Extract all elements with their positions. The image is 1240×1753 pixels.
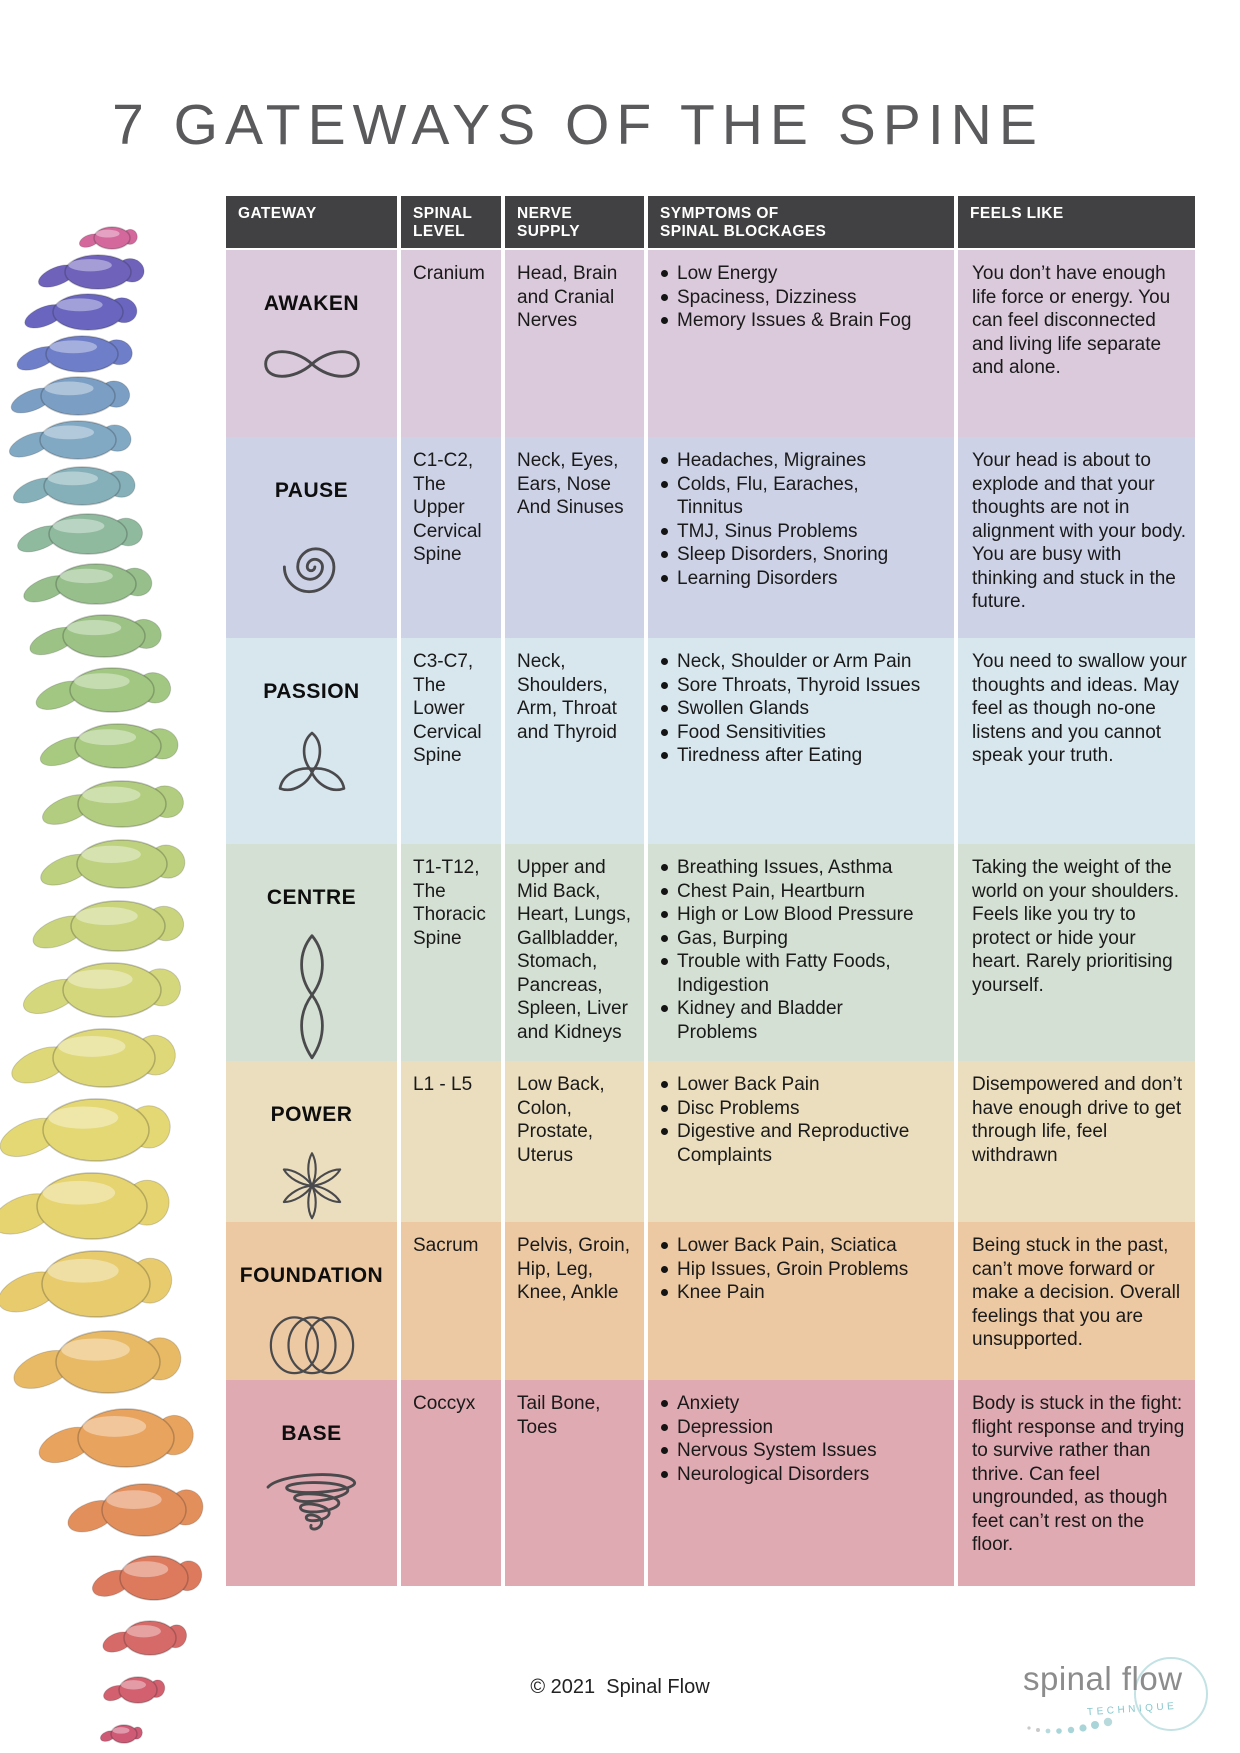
symptoms-cell: Lower Back Pain Disc Problems Digestive …	[648, 1061, 954, 1222]
spinal-level-cell: Sacrum	[401, 1222, 501, 1380]
symptom-item: Sleep Disorders, Snoring	[660, 543, 946, 567]
symptoms-cell: Neck, Shoulder or Arm Pain Sore Throats,…	[648, 638, 954, 844]
gateways-table: GATEWAY SPINAL LEVEL NERVE SUPPLY SYMPTO…	[226, 196, 1195, 1586]
gateway-cell-foundation: FOUNDATION	[226, 1222, 397, 1380]
symptom-item: Gas, Burping	[660, 927, 946, 951]
gateway-cell-passion: PASSION	[226, 638, 397, 844]
triquetra-icon	[278, 731, 345, 791]
nerve-supply-cell: Head, Brain and Cranial Nerves	[505, 250, 644, 437]
symptoms-cell: Breathing Issues, Asthma Chest Pain, Hea…	[648, 844, 954, 1061]
symptom-item: Food Sensitivities	[660, 721, 946, 745]
col-header-feels-like: FEELS LIKE	[958, 196, 1195, 250]
spinal-flow-logo: spinal flow TECHNIQUE	[1023, 1648, 1208, 1748]
symptom-item: Nervous System Issues	[660, 1439, 946, 1463]
gateway-cell-power: POWER	[226, 1061, 397, 1222]
symptom-item: Spaciness, Dizziness	[660, 286, 946, 310]
feels-like-cell: Body is stuck in the fight: flight respo…	[958, 1380, 1195, 1586]
feels-like-cell: You don’t have enough life force or ener…	[958, 250, 1195, 437]
symptom-item: Lower Back Pain	[660, 1073, 946, 1097]
col-header-symptoms: SYMPTOMS OF SPINAL BLOCKAGES	[648, 196, 954, 250]
gateway-cell-base: BASE	[226, 1380, 397, 1586]
gateway-label: PASSION	[263, 680, 360, 703]
nerve-supply-cell: Neck, Shoulders, Arm, Throat and Thyroid	[505, 638, 644, 844]
symptoms-cell: Headaches, Migraines Colds, Flu, Earache…	[648, 437, 954, 638]
tornado-icon	[266, 1472, 356, 1530]
symptoms-cell: Anxiety Depression Nervous System Issues…	[648, 1380, 954, 1586]
gateway-label: FOUNDATION	[239, 1264, 384, 1287]
feels-like-cell: Your head is about to explode and that y…	[958, 437, 1195, 638]
symptom-item: Low Energy	[660, 262, 946, 286]
spinal-level-cell: L1 - L5	[401, 1061, 501, 1222]
nerve-supply-cell: Neck, Eyes, Ears, Nose And Sinuses	[505, 437, 644, 638]
symptom-item: Digestive and Reproductive Complaints	[660, 1120, 946, 1167]
spinal-level-cell: C3-C7, The Lower Cervical Spine	[401, 638, 501, 844]
nerve-supply-cell: Tail Bone, Toes	[505, 1380, 644, 1586]
symptom-item: Kidney and Bladder Problems	[660, 997, 946, 1044]
gateway-label: PAUSE	[274, 479, 349, 502]
triple-rings-icon	[269, 1315, 354, 1374]
gateway-label: BASE	[281, 1422, 342, 1445]
copyright-text: © 2021 Spinal Flow	[530, 1676, 710, 1698]
spinal-level-cell: C1-C2, The Upper Cervical Spine	[401, 437, 501, 638]
feels-like-cell: Being stuck in the past, can’t move forw…	[958, 1222, 1195, 1380]
symptom-item: Sore Throats, Thyroid Issues	[660, 674, 946, 698]
symptom-item: Neck, Shoulder or Arm Pain	[660, 650, 946, 674]
gateway-cell-centre: CENTRE	[226, 844, 397, 1061]
symptom-item: Trouble with Fatty Foods, Indigestion	[660, 950, 946, 997]
symptom-item: Knee Pain	[660, 1281, 946, 1305]
spine-illustration	[0, 226, 204, 1744]
page-title: 7 GATEWAYS OF THE SPINE	[112, 93, 1044, 157]
symptom-item: Learning Disorders	[660, 567, 946, 591]
gateway-label: CENTRE	[266, 886, 357, 909]
symptom-item: Depression	[660, 1416, 946, 1440]
gateway-cell-awaken: AWAKEN	[226, 250, 397, 437]
symptom-item: Hip Issues, Groin Problems	[660, 1258, 946, 1282]
symptom-item: Neurological Disorders	[660, 1463, 946, 1487]
symptom-item: Colds, Flu, Earaches, Tinnitus	[660, 473, 946, 520]
col-header-gateway: GATEWAY	[226, 196, 397, 250]
nerve-supply-cell: Upper and Mid Back, Heart, Lungs, Gallbl…	[505, 844, 644, 1061]
spinal-level-cell: T1-T12, The Thoracic Spine	[401, 844, 501, 1061]
gateway-label: AWAKEN	[263, 292, 360, 315]
symptom-item: Swollen Glands	[660, 697, 946, 721]
spiral-icon	[282, 546, 335, 593]
nerve-supply-cell: Pelvis, Groin, Hip, Leg, Knee, Ankle	[505, 1222, 644, 1380]
logo-circle-and-dots	[1027, 1657, 1208, 1734]
gateway-label: POWER	[270, 1103, 353, 1126]
symptom-item: Disc Problems	[660, 1097, 946, 1121]
symptom-item: High or Low Blood Pressure	[660, 903, 946, 927]
feels-like-cell: You need to swallow your thoughts and id…	[958, 638, 1195, 844]
symptom-item: TMJ, Sinus Problems	[660, 520, 946, 544]
symptom-item: Chest Pain, Heartburn	[660, 880, 946, 904]
symptoms-cell: Lower Back Pain, Sciatica Hip Issues, Gr…	[648, 1222, 954, 1380]
feels-like-cell: Disempowered and don’t have enough drive…	[958, 1061, 1195, 1222]
col-header-spinal-level: SPINAL LEVEL	[401, 196, 501, 250]
nerve-supply-cell: Low Back, Colon, Prostate, Uterus	[505, 1061, 644, 1222]
spinal-level-cell: Coccyx	[401, 1380, 501, 1586]
feels-like-cell: Taking the weight of the world on your s…	[958, 844, 1195, 1061]
symptom-item: Lower Back Pain, Sciatica	[660, 1234, 946, 1258]
figure-eight-icon	[299, 933, 324, 1059]
symptom-item: Tiredness after Eating	[660, 744, 946, 768]
spinal-level-cell: Cranium	[401, 250, 501, 437]
symptoms-cell: Low Energy Spaciness, Dizziness Memory I…	[648, 250, 954, 437]
flower-icon	[282, 1151, 341, 1219]
symptom-item: Anxiety	[660, 1392, 946, 1416]
symptom-item: Headaches, Migraines	[660, 449, 946, 473]
col-header-nerve-supply: NERVE SUPPLY	[505, 196, 644, 250]
symptom-item: Breathing Issues, Asthma	[660, 856, 946, 880]
logo-wordmark: spinal flow	[1023, 1660, 1183, 1697]
infinity-icon	[263, 349, 360, 378]
gateway-cell-pause: PAUSE	[226, 437, 397, 638]
symptom-item: Memory Issues & Brain Fog	[660, 309, 946, 333]
